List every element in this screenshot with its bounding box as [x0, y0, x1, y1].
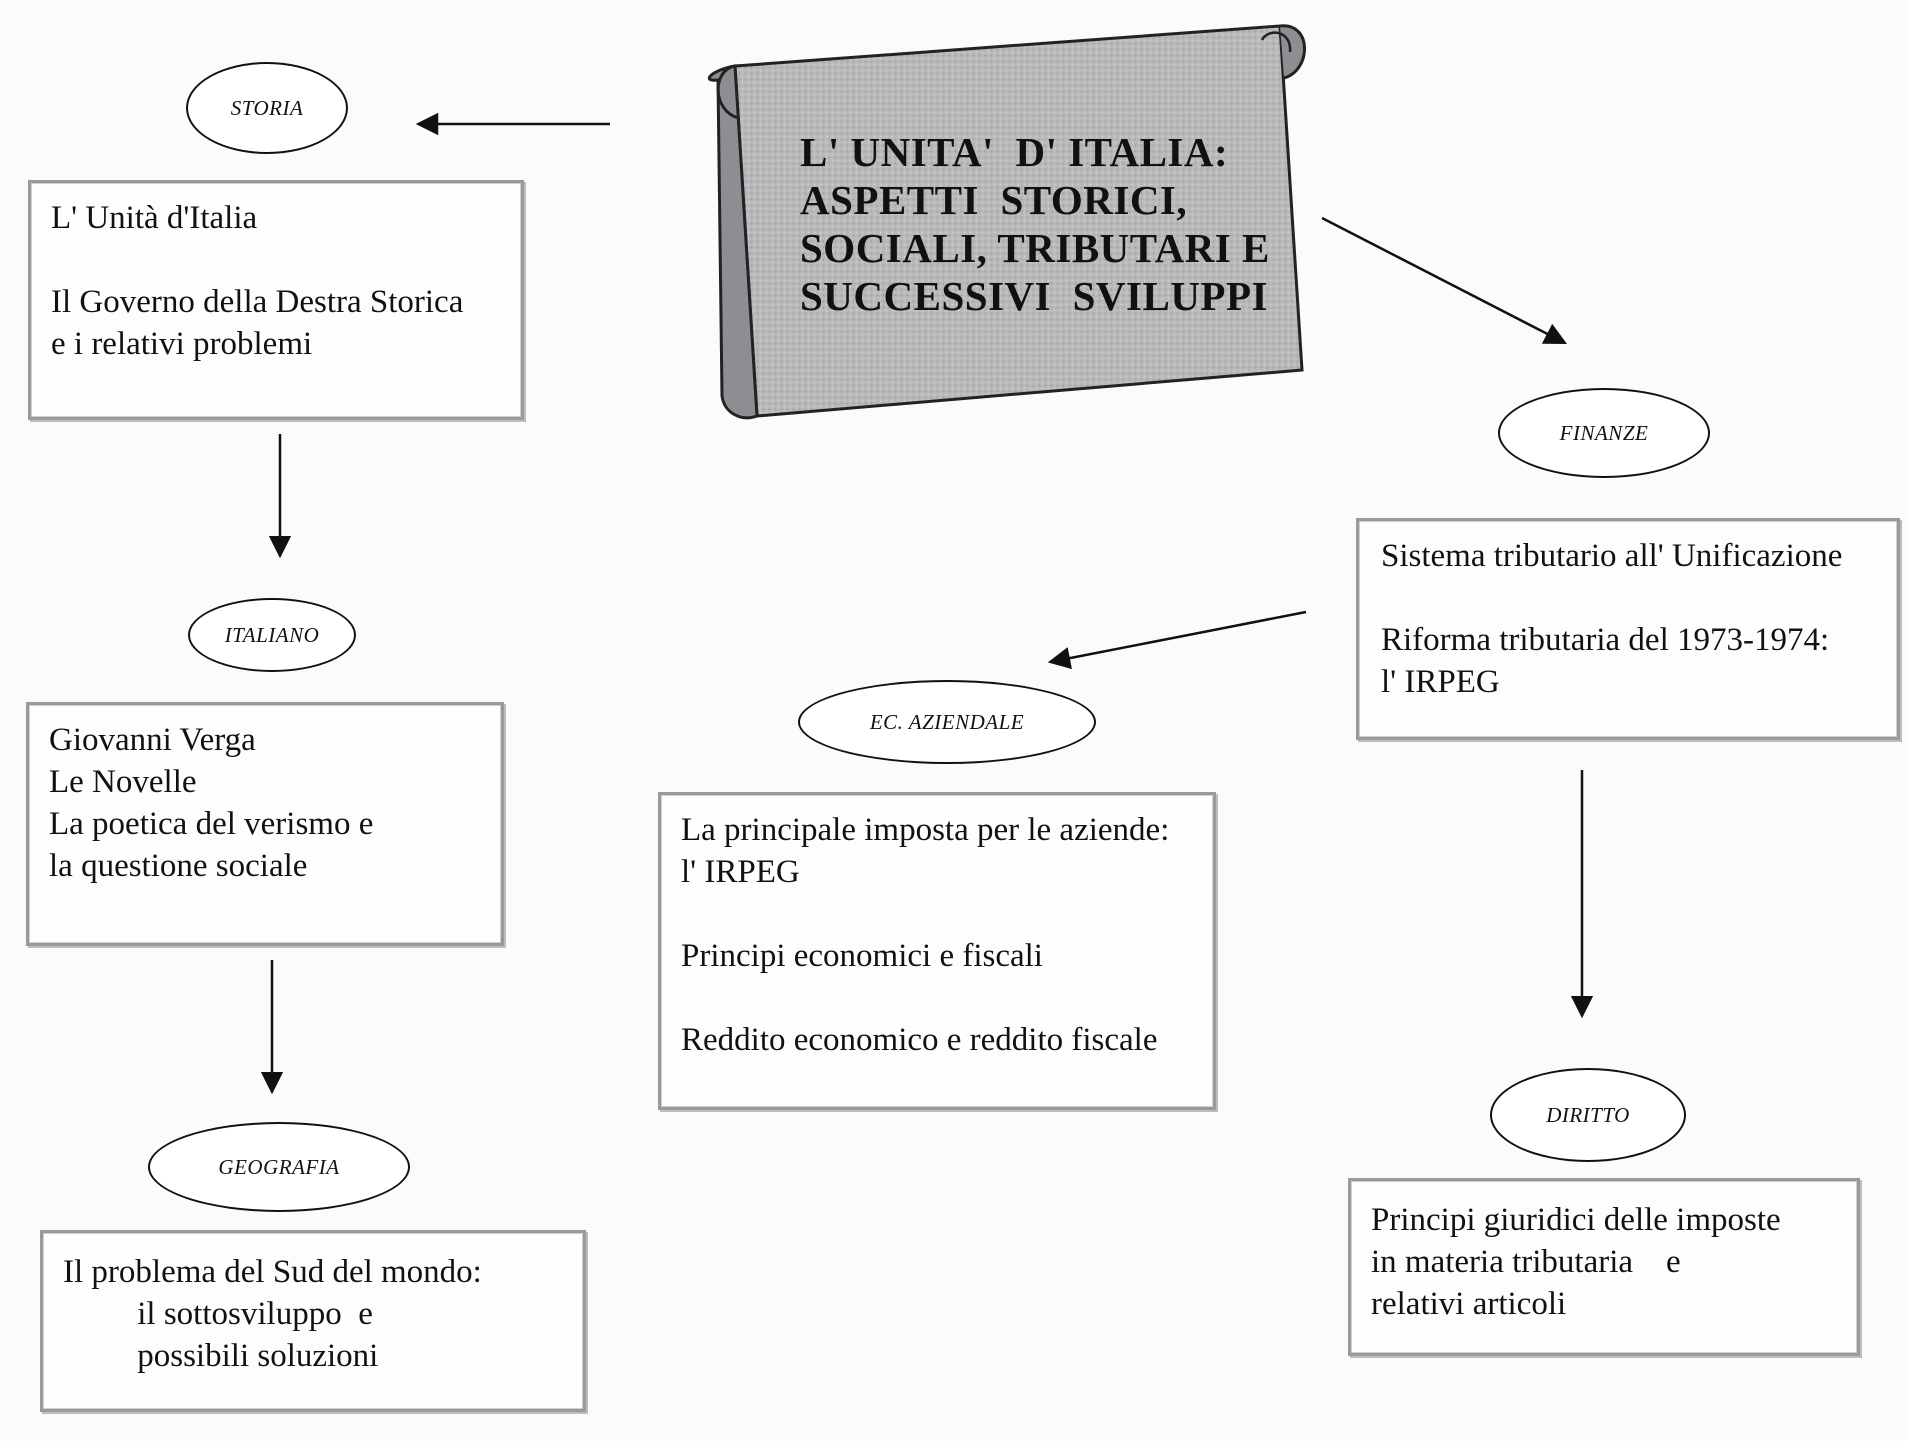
title-line: ASPETTI STORICI,: [800, 177, 1188, 223]
italiano-line: Le Novelle: [49, 764, 197, 800]
diritto-label: DIRITTO: [1546, 1102, 1630, 1127]
ec-aziendale-line: [681, 977, 1193, 1019]
storia-line: Il Governo della Destra Storica: [51, 284, 464, 320]
geografia-line: Il problema del Sud del mondo:: [63, 1254, 482, 1290]
ec-aziendale-ellipse: EC. AZIENDALE: [798, 680, 1096, 764]
geografia-line: il sottosviluppo e: [63, 1296, 373, 1332]
finanze-line: l' IRPEG: [1381, 664, 1500, 700]
finanze-line: Sistema tributario all' Unificazione: [1381, 538, 1843, 574]
arrow-finanze-to-ec-aziendale: [1047, 610, 1307, 670]
diritto-line: Principi giuridici delle imposte: [1371, 1202, 1781, 1238]
geografia-line: possibili soluzioni: [63, 1338, 379, 1374]
arrow-title-to-finanze: [1321, 216, 1568, 345]
italiano-ellipse: ITALIANO: [188, 598, 356, 672]
italiano-line: la questione sociale: [49, 848, 308, 884]
storia-line: L' Unità d'Italia: [51, 200, 258, 236]
ec-aziendale-line: [681, 893, 1193, 935]
storia-label: STORIA: [230, 95, 304, 120]
title-scroll-banner: [707, 24, 1306, 420]
storia-line: e i relativi problemi: [51, 326, 313, 362]
diritto-box: Principi giuridici delle imposte in mate…: [1348, 1178, 1860, 1356]
title-line: SOCIALI, TRIBUTARI E: [800, 225, 1270, 271]
finanze-ellipse: FINANZE: [1498, 388, 1710, 478]
storia-box: L' Unità d'Italia Il Governo della Destr…: [28, 180, 524, 420]
storia-line: [51, 239, 501, 281]
geografia-label: GEOGRAFIA: [218, 1154, 340, 1179]
geografia-box: Il problema del Sud del mondo: il sottos…: [40, 1230, 586, 1412]
ec-aziendale-box: La principale imposta per le aziende: l'…: [658, 792, 1216, 1110]
finanze-label: FINANZE: [1559, 420, 1649, 445]
finanze-box: Sistema tributario all' Unificazione Rif…: [1356, 518, 1900, 740]
italiano-label: ITALIANO: [224, 622, 320, 647]
title-line: L' UNITA' D' ITALIA:: [800, 129, 1229, 175]
diritto-line: relativi articoli: [1371, 1286, 1567, 1322]
ec-aziendale-line: l' IRPEG: [681, 854, 800, 890]
main-title: L' UNITA' D' ITALIA: ASPETTI STORICI, SO…: [800, 128, 1270, 320]
finanze-line: [1381, 577, 1877, 619]
storia-ellipse: STORIA: [186, 62, 348, 154]
diritto-ellipse: DIRITTO: [1490, 1068, 1686, 1162]
finanze-line: Riforma tributaria del 1973-1974:: [1381, 622, 1830, 658]
ec-aziendale-line: La principale imposta per le aziende:: [681, 812, 1170, 848]
geografia-ellipse: GEOGRAFIA: [148, 1122, 410, 1212]
title-line: SUCCESSIVI SVILUPPI: [800, 273, 1268, 319]
ec-aziendale-line: Principi economici e fiscali: [681, 938, 1043, 974]
italiano-line: La poetica del verismo e: [49, 806, 374, 842]
italiano-line: Giovanni Verga: [49, 722, 256, 758]
ec-aziendale-line: Reddito economico e reddito fiscale: [681, 1022, 1158, 1058]
italiano-box: Giovanni Verga Le Novelle La poetica del…: [26, 702, 504, 946]
diritto-line: in materia tributaria e: [1371, 1244, 1681, 1280]
ec-aziendale-label: EC. AZIENDALE: [869, 709, 1025, 734]
